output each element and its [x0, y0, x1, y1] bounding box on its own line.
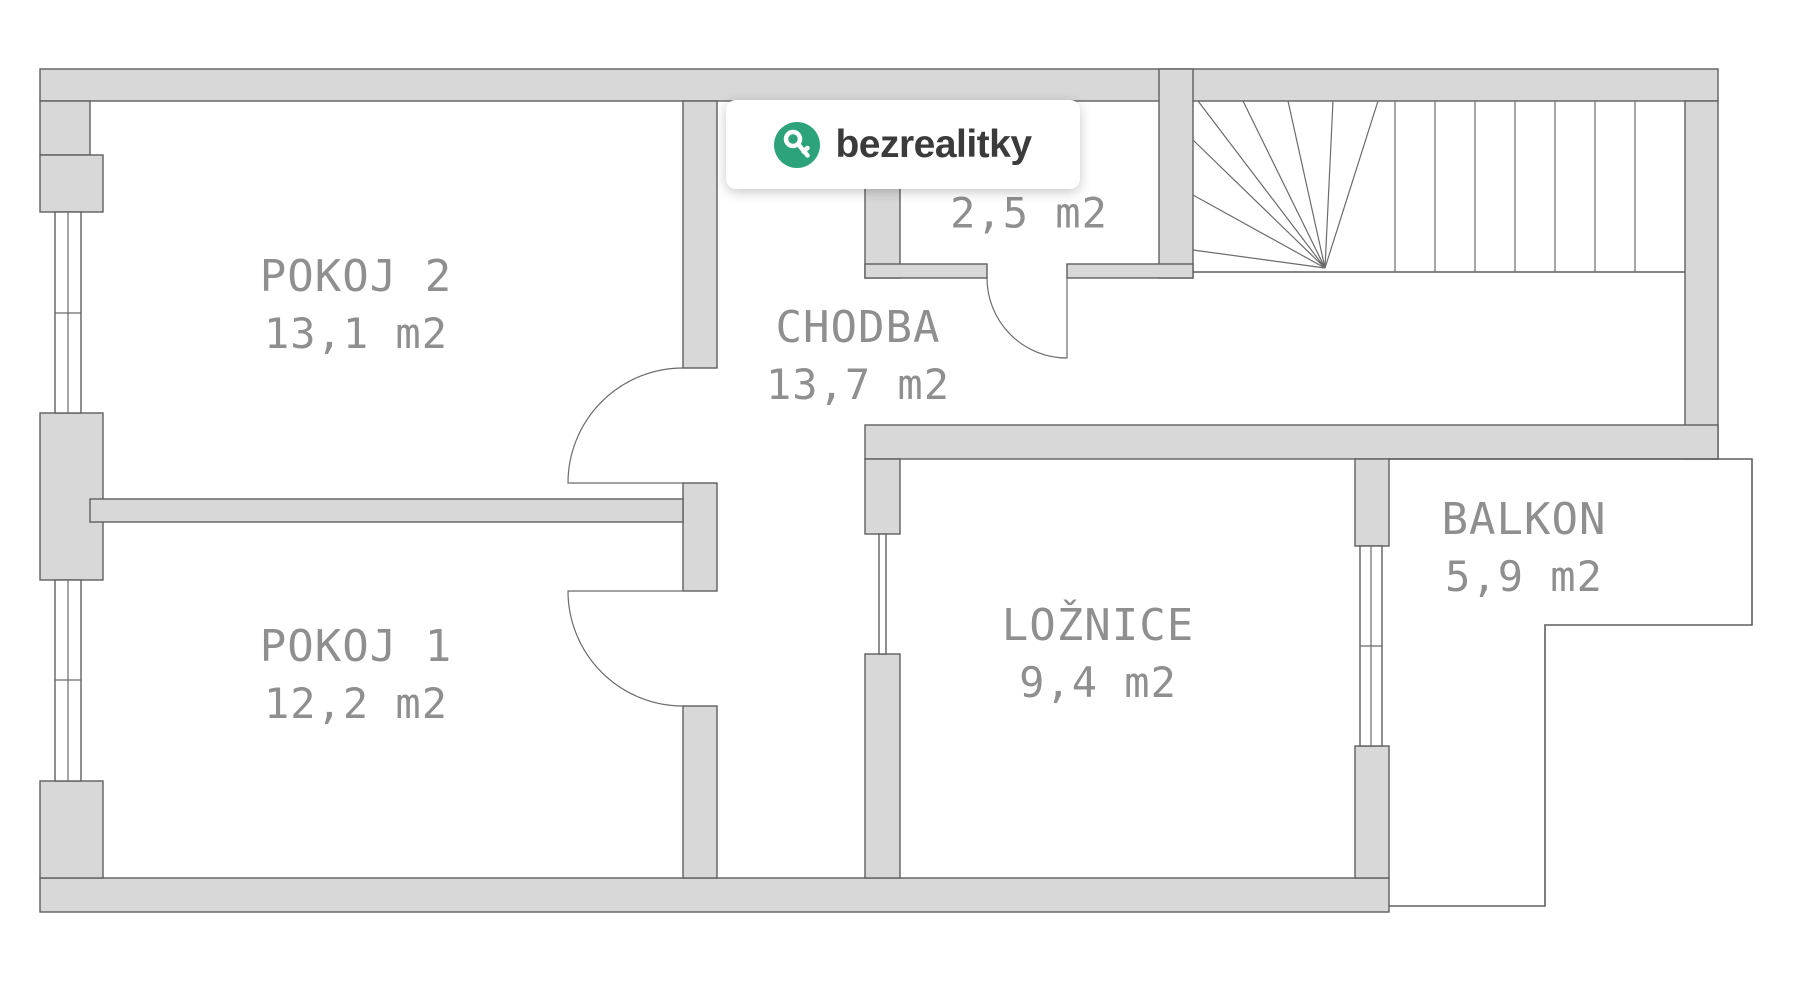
- doors-layer: [567, 277, 1068, 707]
- room-label-chodba: CHODBA 13,7 m2: [766, 299, 950, 413]
- wall-top: [39, 68, 1719, 102]
- window-pokoj2: [54, 211, 82, 414]
- window-balcony-door: [1359, 545, 1383, 747]
- room-area: 12,2 m2: [263, 679, 448, 728]
- wall-wc-bottom-a: [864, 263, 988, 279]
- wall-left-pier-bottom: [39, 780, 104, 879]
- room-area: 5,9 m2: [1445, 552, 1603, 601]
- window-pokoj1: [54, 579, 82, 782]
- room-name: CHODBA: [775, 302, 941, 353]
- brand-logo: bezrealitky: [726, 100, 1080, 189]
- room-label-wc: 2,5 m2: [950, 185, 1108, 242]
- door-pokoj2: [567, 367, 684, 484]
- wall-right-upper: [1684, 100, 1719, 460]
- door-pokoj1: [567, 590, 684, 707]
- staircase: [1192, 100, 1685, 273]
- wall-wc-right: [1158, 68, 1194, 279]
- room-name: POKOJ 2: [259, 251, 453, 302]
- room-label-loznice: LOŽNICE 9,4 m2: [1002, 597, 1194, 711]
- key-icon: [774, 121, 821, 168]
- stairs-winder-fan: [1192, 100, 1379, 269]
- wall-hall-loznice: [864, 424, 1719, 460]
- room-name: BALKON: [1441, 494, 1607, 545]
- walls-layer: [39, 68, 1719, 913]
- room-area: 9,4 m2: [1019, 658, 1177, 707]
- wall-left-pier-mid: [39, 412, 104, 581]
- wall-loznice-left-b: [864, 653, 901, 879]
- door-loznice-leaf: [878, 533, 887, 655]
- brand-name: bezrealitky: [835, 122, 1032, 166]
- balcony-outline: [1389, 458, 1753, 907]
- wall-wc-bottom-b: [1066, 263, 1194, 279]
- room-label-pokoj-2: POKOJ 2 13,1 m2: [260, 248, 452, 362]
- room-label-pokoj-1: POKOJ 1 12,2 m2: [260, 618, 452, 732]
- wall-rooms-hall-a: [682, 100, 718, 369]
- room-name: POKOJ 1: [259, 621, 453, 672]
- wall-pokoj-divider: [89, 498, 684, 523]
- wall-loznice-left-a: [864, 458, 901, 535]
- wall-loznice-right-b: [1354, 745, 1390, 879]
- room-name: LOŽNICE: [1001, 600, 1195, 651]
- wall-left-a: [39, 100, 91, 156]
- room-label-balkon: BALKON 5,9 m2: [1442, 491, 1607, 605]
- wall-left-pier-top: [39, 154, 104, 213]
- windows-layer: [54, 211, 1383, 782]
- wall-rooms-hall-b: [682, 482, 718, 592]
- door-wc: [986, 277, 1068, 359]
- room-area: 2,5 m2: [950, 188, 1108, 238]
- wall-bottom: [39, 877, 1390, 913]
- room-area: 13,1 m2: [263, 309, 448, 358]
- wall-rooms-hall-c: [682, 705, 718, 879]
- room-area: 13,7 m2: [765, 360, 951, 409]
- wall-loznice-right-a: [1354, 458, 1390, 547]
